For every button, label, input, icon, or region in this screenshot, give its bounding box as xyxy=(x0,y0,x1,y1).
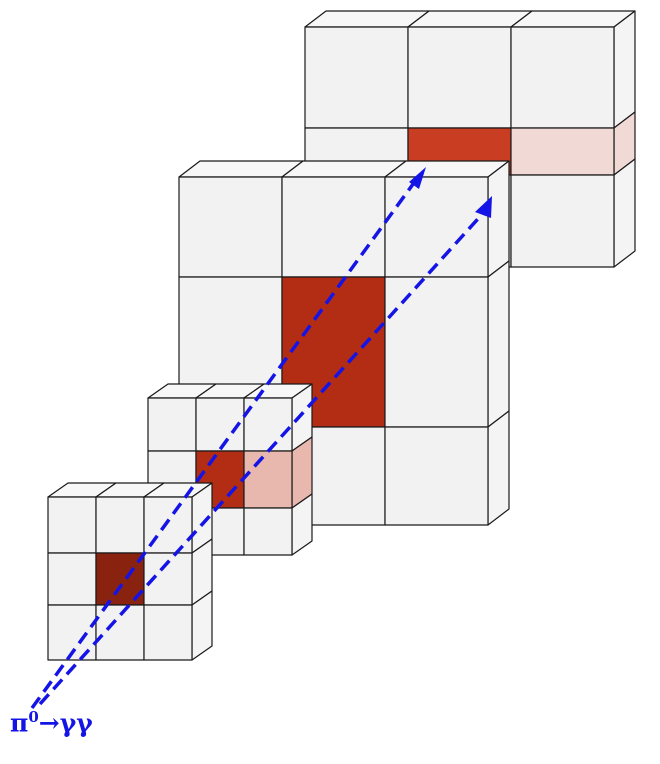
calorimeter-cell xyxy=(243,397,293,452)
photon-tracks xyxy=(30,167,492,710)
cell-side-face xyxy=(613,158,636,268)
calorimeter-layers xyxy=(47,10,636,661)
photon-track-1 xyxy=(30,178,418,710)
photon-arrow-head xyxy=(475,196,492,218)
calorimeter-cell xyxy=(243,507,293,556)
cell-side-face xyxy=(613,10,636,129)
energy-deposit-cell xyxy=(510,127,615,176)
particle-symbol: π xyxy=(10,708,29,738)
decay-label: π0→γγ xyxy=(10,708,93,737)
calorimeter-cell xyxy=(384,276,489,428)
cell-side-face xyxy=(487,260,510,428)
calorimeter-cell xyxy=(178,176,283,278)
cell-side-face xyxy=(487,410,510,526)
calorimeter-cell xyxy=(47,496,97,554)
energy-deposit-cell xyxy=(243,450,293,509)
calorimeter-cell xyxy=(407,26,512,129)
calorimeter-cell xyxy=(95,496,145,554)
decay-products: →γγ xyxy=(38,708,93,738)
photon-track-2 xyxy=(38,209,487,706)
layer-2 xyxy=(147,383,313,556)
photon-arrow-head xyxy=(409,167,426,189)
calorimeter-cell xyxy=(510,26,615,129)
calorimeter-cell xyxy=(384,426,489,526)
calorimeter-cell xyxy=(47,552,97,606)
calorimeter-cell xyxy=(143,604,193,661)
calorimeter-cell xyxy=(147,397,197,452)
charge-superscript: 0 xyxy=(28,708,39,726)
layer-4 xyxy=(304,10,636,268)
calorimeter-cell xyxy=(304,26,409,129)
calorimeter-cell xyxy=(510,174,615,268)
calorimeter-cell xyxy=(281,176,386,278)
cell-side-face xyxy=(487,160,510,278)
